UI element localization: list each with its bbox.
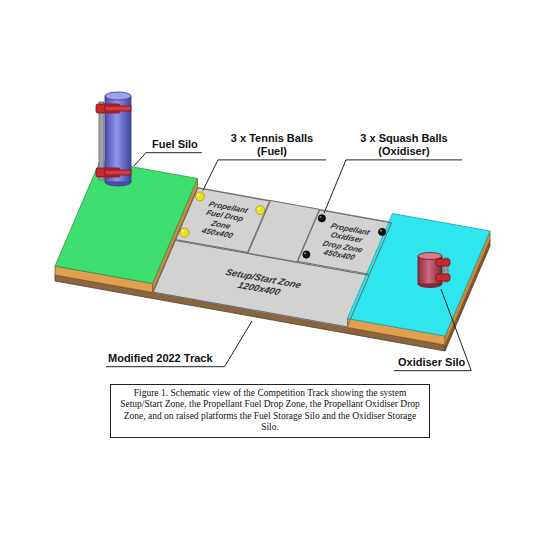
oxidiser-label: 3 x Squash Balls (Oxidiser) [350,132,458,158]
leader-line [203,160,218,191]
label-underline [346,159,462,160]
ball-highlight [320,216,322,218]
label-underline [106,366,225,367]
leader-line [324,160,346,213]
silo-label: Fuel Silo [152,138,198,151]
squash-ball [379,228,386,235]
ball-highlight [197,194,200,197]
silo-band [105,106,131,111]
ball-highlight [304,252,306,254]
silo-clamp [436,274,450,281]
figure-caption: Figure 1. Schematic view of the Competit… [110,384,430,438]
silo-top [105,92,131,100]
ball-highlight [380,230,382,232]
silo-top [418,253,442,260]
leader-line [134,153,146,166]
fuel-label: 3 x Tennis Balls (Fuel) [222,132,322,158]
tennis-ball [195,192,204,201]
label-underline [218,159,326,160]
label-underline [394,370,471,371]
track-label: Modified 2022 Track [108,352,213,365]
ball-highlight [182,230,185,233]
ball-highlight [257,207,260,210]
silo-band [105,170,131,175]
squash-ball [303,251,310,258]
tennis-ball [180,228,189,237]
blank-zone [248,201,319,262]
silo-label: Oxidiser Silo [398,356,465,369]
tennis-ball [256,206,265,215]
silo-clamp [436,259,450,266]
squash-ball [318,215,325,222]
label-underline [146,152,202,153]
leader-line [225,321,252,367]
